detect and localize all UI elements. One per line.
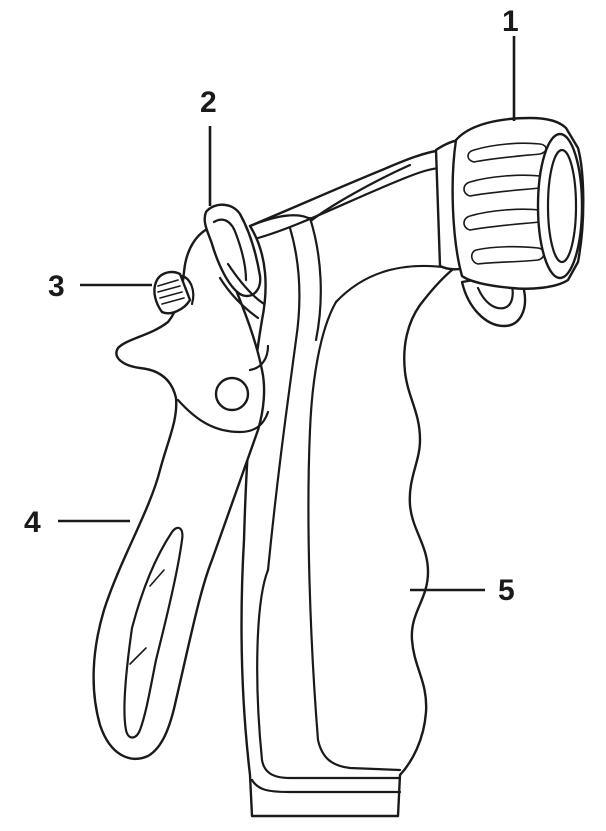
trigger-lock [203, 203, 266, 320]
callout-4-label: 4 [24, 506, 41, 539]
callout-2-label: 2 [200, 86, 217, 119]
grip-handle [240, 148, 454, 818]
trigger-lever [92, 224, 270, 760]
nozzle-head [434, 116, 585, 290]
flow-adjust-knob [153, 270, 195, 315]
callout-1-label: 1 [502, 5, 519, 38]
barrel [248, 163, 527, 328]
callout-3-label: 3 [48, 270, 65, 303]
callout-5-label: 5 [498, 574, 515, 607]
